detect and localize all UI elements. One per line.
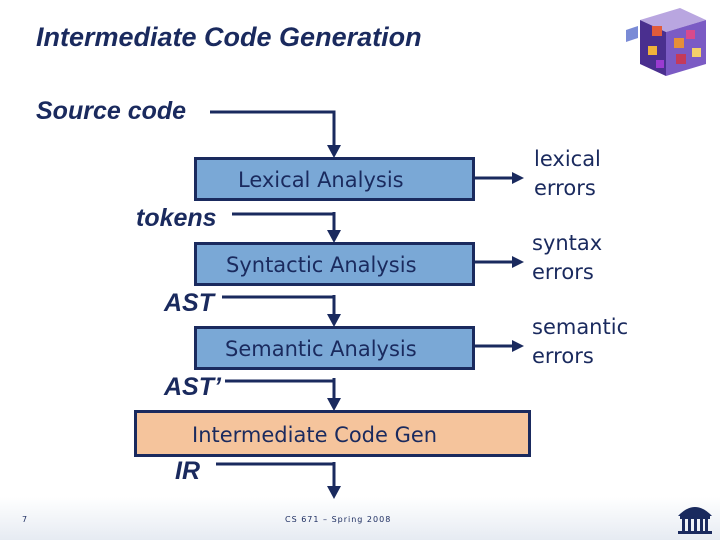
tokens-label: tokens [136,204,217,232]
semantic-errors-text: semantic errors [532,313,628,371]
ir-label: IR [175,457,200,485]
semantic-analysis-box: Semantic Analysis [194,326,475,370]
syntactic-analysis-box: Syntactic Analysis [194,242,475,286]
semantic-errors-line-1: semantic [532,315,629,339]
arrowhead-semantic-errors [512,340,524,352]
ast-prime-label: AST’ [164,373,221,401]
arrowhead-semantic [327,314,341,327]
lexical-errors-line-1: lexical [534,147,601,171]
intermediate-code-gen-box: Intermediate Code Gen [134,410,531,457]
syntax-errors-text: syntax errors [532,229,602,287]
arrowhead-lexical [327,145,341,158]
cube-logo-icon [626,8,706,76]
arrow-source-to-lexical [210,110,336,145]
arrowhead-lexical-errors [512,172,524,184]
lexical-analysis-box: Lexical Analysis [194,157,475,201]
lexical-analysis-label: Lexical Analysis [238,168,404,192]
ast-label: AST [164,289,214,317]
slide-title: Intermediate Code Generation [36,22,422,52]
intermediate-code-gen-label: Intermediate Code Gen [192,423,438,447]
arrowhead-syntactic [327,230,341,243]
semantic-errors-line-2: errors [532,344,594,368]
lexical-errors-line-2: errors [534,176,596,200]
source-code-label: Source code [36,97,187,125]
arrowhead-syntax-errors [512,256,524,268]
lexical-errors-text: lexical errors [534,145,601,203]
page-number: 7 [22,515,28,524]
syntactic-analysis-label: Syntactic Analysis [226,253,417,277]
course-footer: CS 671 – Spring 2008 [285,515,392,524]
syntax-errors-line-1: syntax [532,231,603,255]
footer-band [0,497,720,540]
arrowhead-intermediate [327,398,341,411]
university-logo-icon [678,507,712,534]
semantic-analysis-label: Semantic Analysis [225,337,417,361]
syntax-errors-line-2: errors [532,260,594,284]
arrowhead-ir [327,486,341,499]
